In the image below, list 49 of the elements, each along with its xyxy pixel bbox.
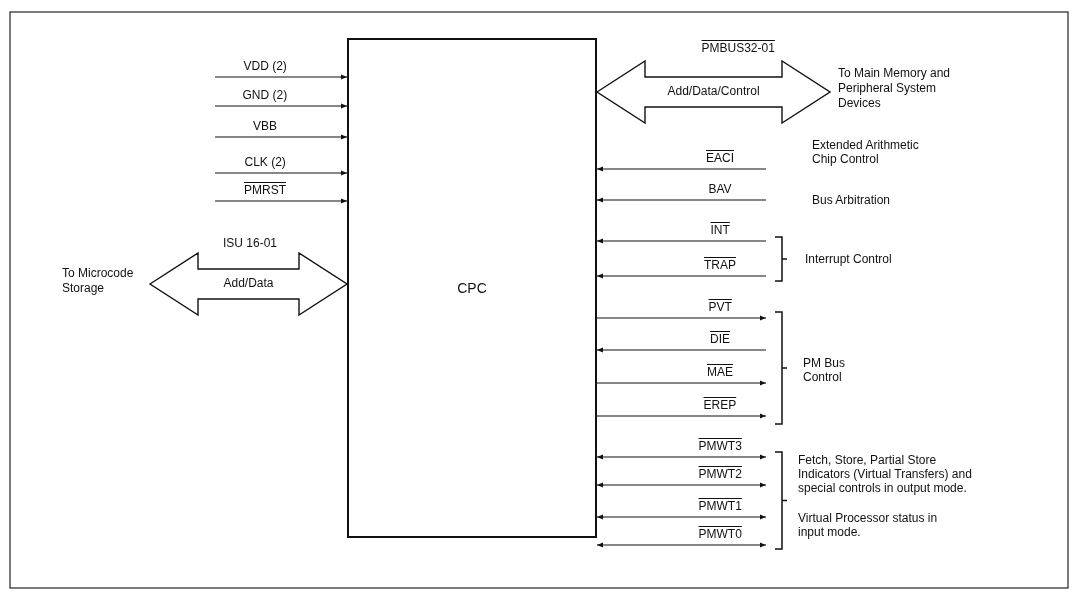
signal-arrow xyxy=(596,380,767,386)
signal-name: PMWT3 xyxy=(698,439,742,453)
bus-name: ISU 16-01 xyxy=(223,236,278,250)
signal-name: GND (2) xyxy=(242,88,288,102)
signal-arrow xyxy=(214,198,348,204)
signal-description: Extended Arithmetic Chip Control xyxy=(812,138,920,166)
signal-arrow xyxy=(214,170,348,176)
signal-arrow xyxy=(596,413,767,419)
signal-name: BAV xyxy=(708,182,732,196)
signal-arrow xyxy=(596,238,767,244)
chip-block: CPC xyxy=(347,38,597,538)
bus-label: Add/Data/Control xyxy=(667,84,760,98)
signal-arrow xyxy=(596,273,767,279)
signal-arrow xyxy=(596,514,767,520)
signal-name: EREP xyxy=(703,398,737,412)
signal-name: PMWT1 xyxy=(698,499,742,513)
signal-name: PMRST xyxy=(244,183,286,197)
signal-arrow xyxy=(596,315,767,321)
group-description: Virtual Processor status in input mode. xyxy=(798,511,939,539)
signal-description: Bus Arbitration xyxy=(812,193,891,207)
signal-name: MAE xyxy=(707,365,733,379)
group-description: PM Bus Control xyxy=(803,356,846,384)
bus-label: Add/Data xyxy=(223,276,274,290)
group-description: Interrupt Control xyxy=(805,252,892,266)
signal-name: VBB xyxy=(253,119,277,133)
destination-text: To Main Memory and Peripheral System Devices xyxy=(838,66,973,114)
signal-arrow xyxy=(596,166,767,172)
signal-name: EACI xyxy=(706,151,734,165)
signal-arrow xyxy=(596,542,767,548)
group-description: Fetch, Store, Partial Store Indicators (Virtual Transfers) and special controls in output mode. xyxy=(798,453,973,495)
signal-arrow xyxy=(214,134,348,140)
bus-name: PMBUS32-01 xyxy=(701,41,775,55)
signal-name: PVT xyxy=(708,300,732,314)
signal-arrow xyxy=(214,103,348,109)
bus-arrow xyxy=(148,251,349,317)
signal-arrow xyxy=(596,454,767,460)
signal-name: TRAP xyxy=(704,258,736,272)
signal-name: CLK (2) xyxy=(244,155,286,169)
signal-name: PMWT0 xyxy=(698,527,742,541)
signal-arrow xyxy=(596,482,767,488)
signal-name: DIE xyxy=(710,332,730,346)
signal-name: PMWT2 xyxy=(698,467,742,481)
bus-arrow xyxy=(595,59,832,125)
signal-name: INT xyxy=(710,223,730,237)
destination-text: To Microcode Storage xyxy=(62,266,142,312)
signal-arrow xyxy=(596,197,767,203)
signal-arrow xyxy=(596,347,767,353)
signal-name: VDD (2) xyxy=(243,59,287,73)
signal-arrow xyxy=(214,74,348,80)
